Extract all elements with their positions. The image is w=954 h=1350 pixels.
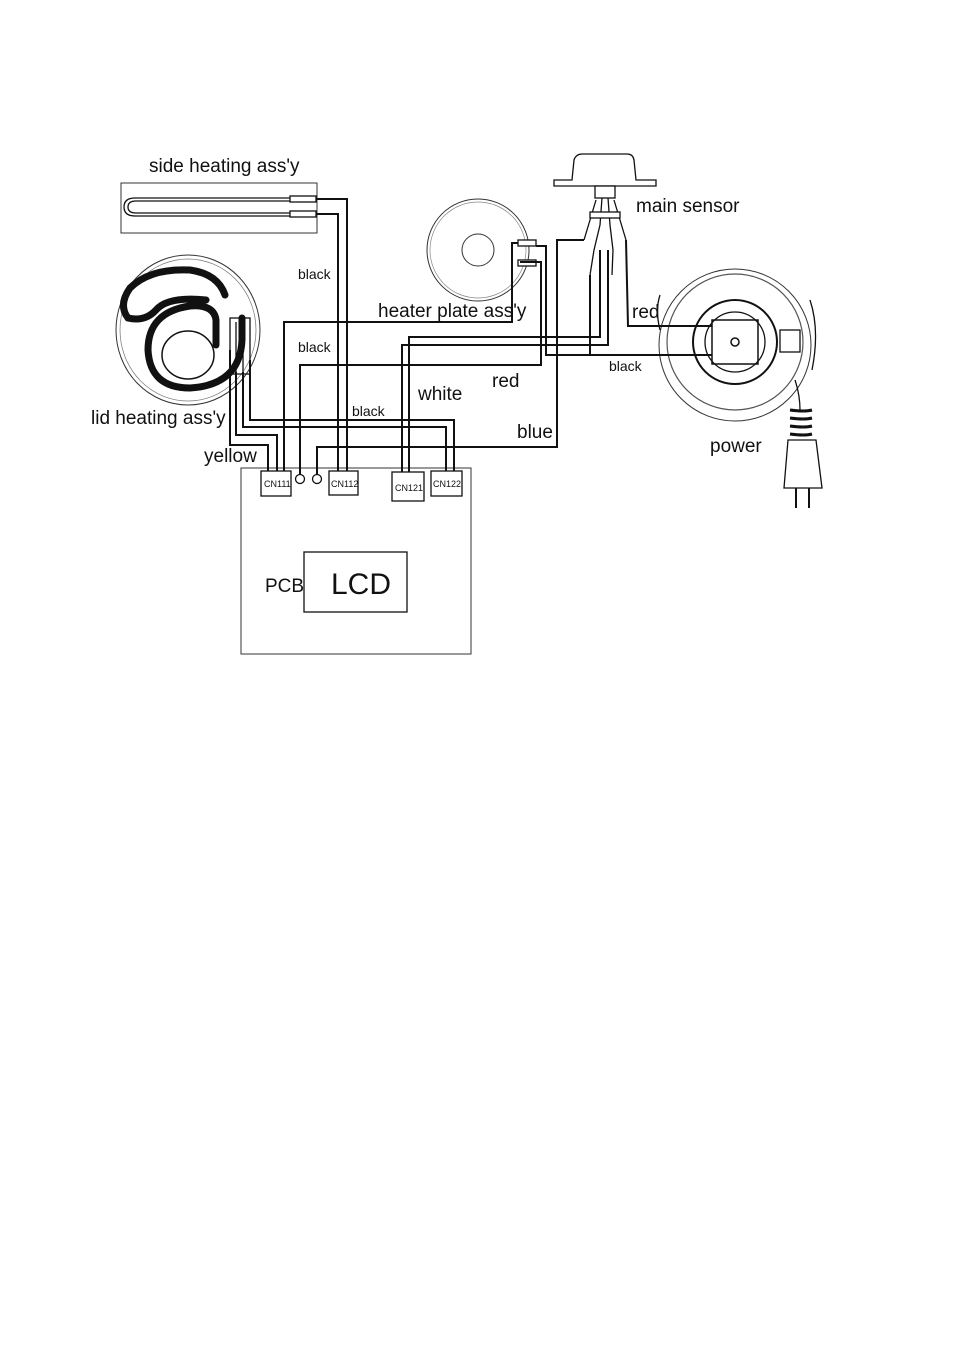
pcb-terminal-1 — [296, 475, 305, 484]
lid-heating-coil — [123, 270, 242, 388]
side-heating-element-inner — [128, 201, 290, 213]
power-plug-body — [784, 440, 822, 488]
main-sensor-band — [590, 212, 620, 218]
wire-black-terminal — [300, 262, 541, 475]
connector-label-cn122: CN122 — [433, 479, 461, 489]
heater-plate-terminal-top — [518, 240, 536, 246]
power-label: power — [710, 436, 762, 457]
wire-label-yellow: yellow — [204, 446, 257, 467]
lid-heating-center-ring — [162, 331, 214, 379]
lid-heating-assembly — [116, 255, 260, 405]
heater-plate-assembly — [427, 199, 536, 301]
side-heating-label: side heating ass'y — [149, 156, 300, 177]
main-sensor-housing — [554, 154, 656, 186]
heater-plate-outer — [427, 199, 529, 301]
wire-label-black-2: black — [298, 339, 332, 355]
wire-label-red-2: red — [492, 371, 519, 392]
side-heating-assembly — [121, 183, 317, 233]
wire-lid-heating-cn122-a — [243, 372, 446, 471]
wire-label-black-3: black — [352, 403, 386, 419]
wire-white-cn121 — [402, 250, 608, 472]
connector-label-cn121: CN121 — [395, 483, 423, 493]
wire-label-red-1: red — [632, 302, 659, 323]
wire-label-blue: blue — [517, 422, 553, 443]
connector-label-cn111: CN111 — [264, 479, 291, 489]
main-sensor-label: main sensor — [636, 196, 740, 217]
side-heating-panel — [121, 183, 317, 233]
main-sensor-stem — [595, 186, 615, 198]
pcb-label: PCB — [265, 576, 304, 597]
wire-red-cn121 — [409, 250, 600, 472]
wire-sensor-heater-plate — [536, 246, 590, 355]
connector-label-cn112: CN112 — [331, 479, 358, 489]
wire-label-black-1: black — [298, 266, 332, 282]
pcb-terminal-2 — [313, 475, 322, 484]
heater-plate-label: heater plate ass'y — [378, 301, 527, 322]
power-base-pin — [731, 338, 739, 346]
wire-label-black-4: black — [609, 358, 643, 374]
lcd-label: LCD — [331, 568, 391, 601]
wire-label-white: white — [417, 384, 462, 405]
lid-heating-label: lid heating ass'y — [91, 408, 226, 429]
heater-plate-center — [462, 234, 494, 266]
wire-side-heating-a — [316, 199, 347, 471]
side-heating-terminal-top — [290, 196, 316, 202]
power-plug — [784, 380, 822, 508]
power-base — [658, 269, 816, 421]
side-heating-terminal-bottom — [290, 211, 316, 217]
power-cord-strain-relief — [790, 410, 812, 435]
